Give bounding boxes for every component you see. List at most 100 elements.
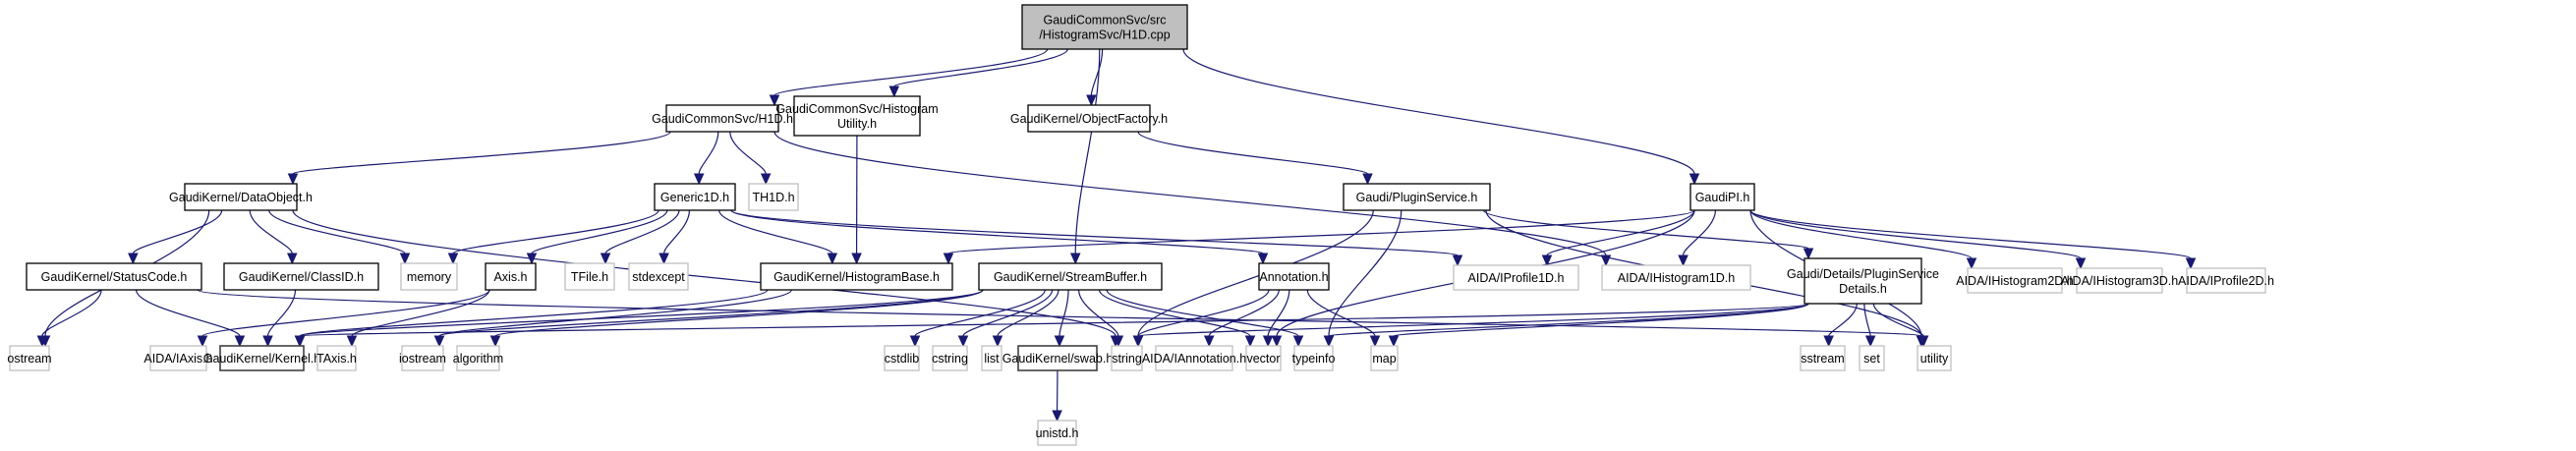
node-iannotation[interactable]: AIDA/IAnnotation.h <box>1142 345 1246 371</box>
node-tfile[interactable]: TFile.h <box>564 262 615 291</box>
node-box <box>400 262 458 291</box>
arrowhead-icon <box>888 85 900 98</box>
node-label: list <box>984 352 1000 366</box>
edge-gaudipi-to-ihist3d <box>1749 209 2087 270</box>
node-box <box>1021 4 1188 50</box>
node-box <box>9 345 50 371</box>
node-statuscode[interactable]: GaudiKernel/StatusCode.h <box>26 262 202 291</box>
node-label: AIDA/IProfile2D.h <box>2178 274 2274 288</box>
node-iprofile2d[interactable]: AIDA/IProfile2D.h <box>2178 267 2274 294</box>
edge-streambuffer-to-swab <box>1054 289 1069 348</box>
edge-line <box>292 209 1116 337</box>
node-label: unistd.h <box>1036 426 1079 440</box>
node-histbase[interactable]: GaudiKernel/HistogramBase.h <box>760 262 953 291</box>
edge-line <box>604 209 680 254</box>
node-iprofile1d[interactable]: AIDA/IProfile1D.h <box>1453 264 1579 291</box>
arrowhead-icon <box>399 253 411 265</box>
arrowhead-icon <box>128 253 139 265</box>
node-ihist3d[interactable]: AIDA/IHistogram3D.h <box>2061 267 2179 294</box>
node-annotation[interactable]: Annotation.h <box>1258 262 1330 291</box>
edge-gaudipi-to-histbase <box>943 209 1695 265</box>
edge-gaudipi-to-iprofile2d <box>1749 209 2197 270</box>
arrowhead-icon <box>1678 254 1689 267</box>
node-classid[interactable]: GaudiKernel/ClassID.h <box>223 262 379 291</box>
node-label: utility <box>1920 352 1949 366</box>
node-unistd[interactable]: unistd.h <box>1036 420 1079 446</box>
node-sstream[interactable]: sstream <box>1800 345 1846 371</box>
edge-root-to-gaudipi <box>1182 48 1700 186</box>
node-set[interactable]: set <box>1859 345 1885 371</box>
arrowhead-icon <box>1086 94 1097 107</box>
node-ihist1d[interactable]: AIDA/IHistogram1D.h <box>1601 264 1751 291</box>
node-label: AIDA/IHistogram3D.h <box>2061 274 2179 288</box>
node-label: Annotation.h <box>1259 270 1328 284</box>
node-stdexcept[interactable]: stdexcept <box>628 262 689 291</box>
arrowhead-icon <box>600 253 611 265</box>
node-swab[interactable]: GaudiKernel/swab.h <box>1002 345 1114 371</box>
node-label: GaudiKernel/Kernel.h <box>203 352 321 366</box>
node-typeinfo[interactable]: typeinfo <box>1292 345 1336 371</box>
node-box <box>2186 267 2266 294</box>
node-iaxis[interactable]: AIDA/IAxis.h <box>143 345 213 371</box>
node-taxis[interactable]: TAxis.h <box>316 345 357 371</box>
node-streambuffer[interactable]: GaudiKernel/StreamBuffer.h <box>978 262 1163 291</box>
node-utility[interactable]: utility <box>1917 345 1952 371</box>
arrowhead-icon <box>526 253 538 265</box>
edge-line <box>1393 303 1809 337</box>
edge-line <box>662 209 691 254</box>
node-box <box>654 183 736 211</box>
node-axis[interactable]: Axis.h <box>485 262 537 291</box>
edge-line <box>773 48 1049 96</box>
node-algorithm[interactable]: algorithm <box>453 345 503 371</box>
node-memory[interactable]: memory <box>400 262 458 291</box>
arrowhead-icon <box>769 94 780 107</box>
node-box <box>1343 183 1491 211</box>
node-list[interactable]: list <box>981 345 1002 371</box>
arrowhead-icon <box>992 335 1003 348</box>
arrowhead-icon <box>447 253 459 265</box>
node-box <box>760 262 953 291</box>
node-th1d[interactable]: TH1D.h <box>748 183 799 211</box>
node-box <box>1800 345 1846 371</box>
edge-line <box>494 289 984 337</box>
node-box <box>1037 420 1077 446</box>
node-gaudipi[interactable]: GaudiPI.h <box>1689 183 1755 211</box>
edges-layer <box>36 48 2197 423</box>
node-iostream[interactable]: iostream <box>399 345 446 371</box>
edge-pluginservice-to-typeinfo <box>1323 209 1402 348</box>
arrowhead-icon <box>1864 335 1876 348</box>
node-dataobject[interactable]: GaudiKernel/DataObject.h <box>169 183 313 211</box>
arrowhead-icon <box>2075 257 2087 270</box>
edge-line <box>299 303 1809 337</box>
node-cstring[interactable]: cstring <box>932 345 968 371</box>
node-root[interactable]: GaudiCommonSvc/src/HistogramSvc/H1D.cpp <box>1021 4 1188 50</box>
edge-gaudipi-to-ihist1d <box>1678 209 1717 267</box>
node-h1d_h[interactable]: GaudiCommonSvc/H1D.h <box>652 104 793 133</box>
edge-line <box>1098 289 1251 337</box>
edge-dataobject-to-statuscode <box>128 209 223 265</box>
edge-psdetails-to-set <box>1863 303 1876 348</box>
edge-h1d_h-to-generic1d <box>693 131 719 186</box>
edge-line <box>718 209 833 254</box>
node-generic1d[interactable]: Generic1D.h <box>654 183 736 211</box>
edge-root-to-objfactory <box>1086 48 1104 107</box>
node-label: TAxis.h <box>316 352 357 366</box>
arrowhead-icon <box>2185 257 2197 270</box>
node-ihist2d[interactable]: AIDA/IHistogram2D.h <box>1956 267 2074 294</box>
arrowhead-icon <box>760 173 772 186</box>
node-kernel[interactable]: GaudiKernel/Kernel.h <box>203 345 321 371</box>
node-label: sstream <box>1801 352 1844 366</box>
node-box <box>1293 345 1334 371</box>
node-pluginservice[interactable]: Gaudi/PluginService.h <box>1343 183 1491 211</box>
node-map[interactable]: map <box>1370 345 1399 371</box>
node-string[interactable]: string <box>1111 345 1143 371</box>
node-vector[interactable]: vector <box>1245 345 1282 371</box>
node-label: TH1D.h <box>752 191 794 204</box>
node-cstdlib[interactable]: cstdlib <box>884 345 920 371</box>
edge-line <box>351 289 490 337</box>
node-objfactory[interactable]: GaudiKernel/ObjectFactory.h <box>1010 104 1168 133</box>
node-ostream[interactable]: ostream <box>7 345 52 371</box>
node-box <box>1370 345 1399 371</box>
